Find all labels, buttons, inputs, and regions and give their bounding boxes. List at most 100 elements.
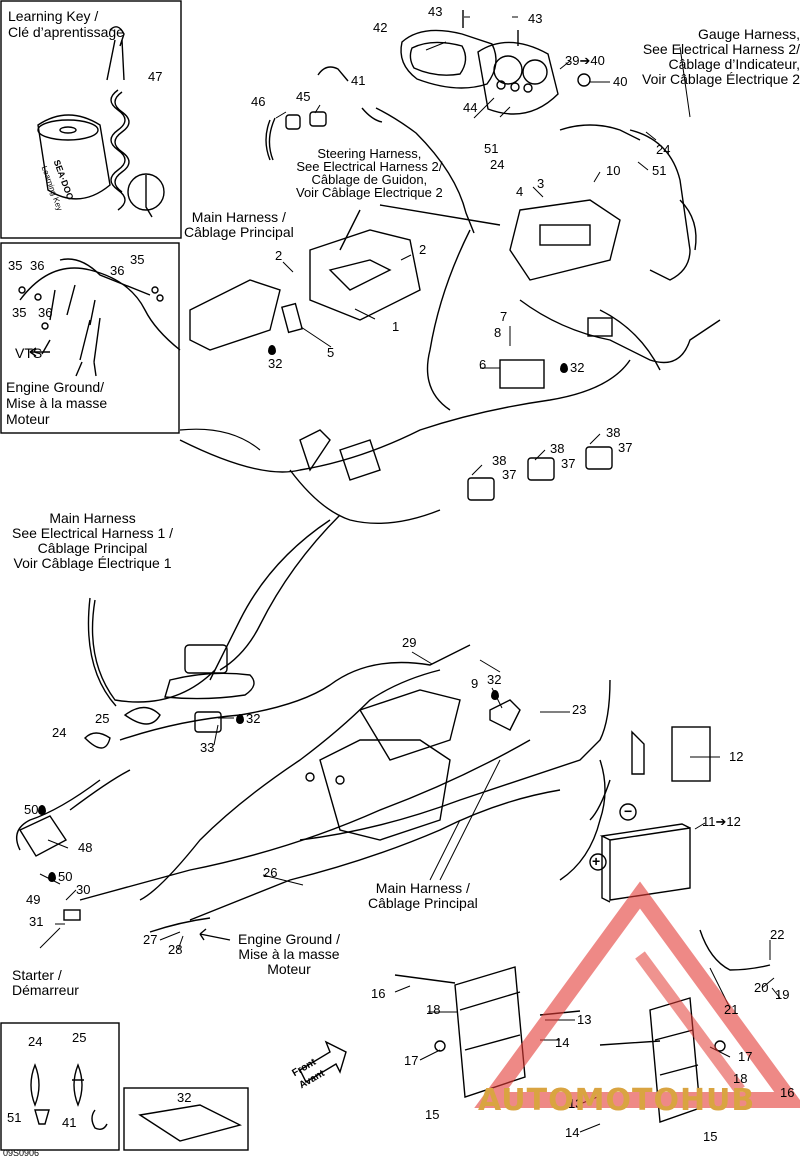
callout-8: 8	[494, 325, 502, 340]
grease-drop-icon	[268, 345, 276, 355]
callout-37: 37	[561, 456, 576, 471]
battery-clamp-frame	[671, 726, 711, 782]
callout-30: 30	[76, 882, 91, 897]
starter-label: Starter / Démarreur	[12, 968, 79, 998]
callout-43: 43	[428, 4, 443, 19]
leader-lines	[39, 16, 781, 1133]
callout-7: 7	[500, 309, 508, 324]
callout-27: 27	[143, 932, 158, 947]
callout-32: 32	[487, 672, 502, 687]
callout-23: 23	[572, 702, 587, 717]
battery-negative-sign: −	[624, 803, 633, 819]
callout-38: 38	[550, 441, 565, 456]
callout-25: 25	[95, 711, 110, 726]
main-harness-upper-drawing	[189, 124, 721, 411]
learning-key-inset-frame	[0, 0, 182, 239]
callout-38: 38	[492, 453, 507, 468]
callout-32: 32	[246, 711, 261, 726]
main-harness-mid-label: Main Harness See Electrical Harness 1 / …	[12, 511, 173, 571]
callout-2: 2	[275, 248, 283, 263]
callout-43: 43	[528, 11, 543, 26]
steering-harness-line1: Steering Harness,	[317, 146, 422, 161]
gauge-cluster-drawing	[400, 10, 591, 115]
engine-ground-bottom-label: Engine Ground / Mise à la masse Moteur	[238, 932, 340, 977]
legend-callout-51: 51	[7, 1110, 22, 1125]
callout-24: 24	[656, 142, 671, 157]
engine-ground-bottom-line2: Mise à la masse	[238, 946, 340, 962]
callout-40: 40	[613, 74, 628, 89]
callout-22: 22	[770, 927, 785, 942]
battery-drawing	[589, 779, 771, 971]
gauge-harness-line1: Gauge Harness,	[698, 26, 800, 42]
learning-key-title-line1: Learning Key /	[8, 8, 99, 24]
grease-drop-icon	[38, 805, 47, 815]
gauge-harness-label: Gauge Harness, See Electrical Harness 2/…	[642, 27, 800, 87]
callout-50: 50	[58, 869, 73, 884]
callout-32-grease-b: 32	[560, 361, 584, 375]
callout-49: 49	[26, 892, 41, 907]
grease-drop-icon	[491, 690, 499, 700]
watermark-text: AUTOMOTOHUB	[478, 1083, 756, 1118]
callout-16: 16	[780, 1085, 795, 1100]
callout-44: 44	[463, 100, 478, 115]
callout-18: 18	[426, 1002, 441, 1017]
callout-16: 16	[371, 986, 386, 1001]
callout-32-d: 32	[236, 712, 260, 726]
callout-45: 45	[296, 89, 311, 104]
callout-21: 21	[724, 1002, 739, 1017]
main-harness-mid-line4: Voir Câblage Électrique 1	[13, 555, 172, 571]
watermark-logo	[474, 881, 800, 1108]
learning-key-title-line2: Clé d’aprentissage	[8, 24, 124, 40]
clips-legend-frame	[0, 1022, 120, 1151]
callout-36: 36	[110, 263, 125, 278]
legend-callout-25: 25	[72, 1030, 87, 1045]
callout-38: 38	[606, 425, 621, 440]
main-harness-bottom-line2: Câblage Principal	[368, 895, 478, 911]
arrows	[29, 347, 347, 1083]
callout-1: 1	[392, 319, 400, 334]
callout-26: 26	[263, 865, 278, 880]
callout-15: 15	[425, 1107, 440, 1122]
callout-14: 14	[565, 1125, 580, 1140]
drawing-code: 09S0906	[3, 1148, 40, 1158]
grease-drop-c	[491, 688, 501, 702]
gauge-harness-line2: See Electrical Harness 2/	[642, 41, 800, 57]
callout-35: 35	[130, 252, 145, 267]
starter-line2: Démarreur	[12, 982, 79, 998]
battery-clamp-bolt	[631, 730, 645, 775]
gauge-harness-line3: Câblage d’Indicateur,	[668, 56, 800, 72]
callout-5: 5	[327, 345, 335, 360]
callout-32: 32	[570, 360, 585, 375]
main-harness-mid-line3: Câblage Principal	[37, 540, 148, 556]
callout-37: 37	[618, 440, 633, 455]
callout-47: 47	[148, 69, 163, 84]
engine-ground-left-line3: Moteur	[6, 411, 50, 427]
callout-29: 29	[402, 635, 417, 650]
callout-50: 50	[24, 802, 39, 817]
steering-harness-label: Steering Harness, See Electrical Harness…	[296, 147, 443, 199]
engine-ground-left-line1: Engine Ground/	[6, 379, 105, 395]
callout-41: 41	[351, 73, 366, 88]
engine-ground-inset-frame	[0, 242, 180, 434]
cable-ties-drawing	[84, 706, 161, 749]
callout-50-a: 50	[24, 803, 48, 817]
grease-legend-frame	[123, 1087, 249, 1151]
main-harness-lower-drawing	[16, 644, 611, 933]
callout-46: 46	[251, 94, 266, 109]
legend-drawings	[30, 1063, 242, 1142]
callout-35: 35	[8, 258, 23, 273]
callout-42: 42	[373, 20, 388, 35]
callout-18: 18	[733, 1071, 748, 1086]
grease-drop-icon	[236, 714, 244, 724]
legend-callout-41: 41	[62, 1115, 77, 1130]
legend-callout-32: 32	[177, 1090, 192, 1105]
engine-ground-bottom-line3: Moteur	[267, 961, 311, 977]
callout-11-12: 11➔12	[702, 814, 741, 829]
callout-32-grease	[268, 343, 278, 357]
grease-drop-icon	[560, 363, 568, 373]
callout-24: 24	[52, 725, 67, 740]
grease-drop-icon	[48, 872, 56, 882]
steering-harness-line4: Voir Câblage Electrique 2	[296, 185, 443, 200]
callout-39-40: 39➔40	[565, 53, 605, 68]
